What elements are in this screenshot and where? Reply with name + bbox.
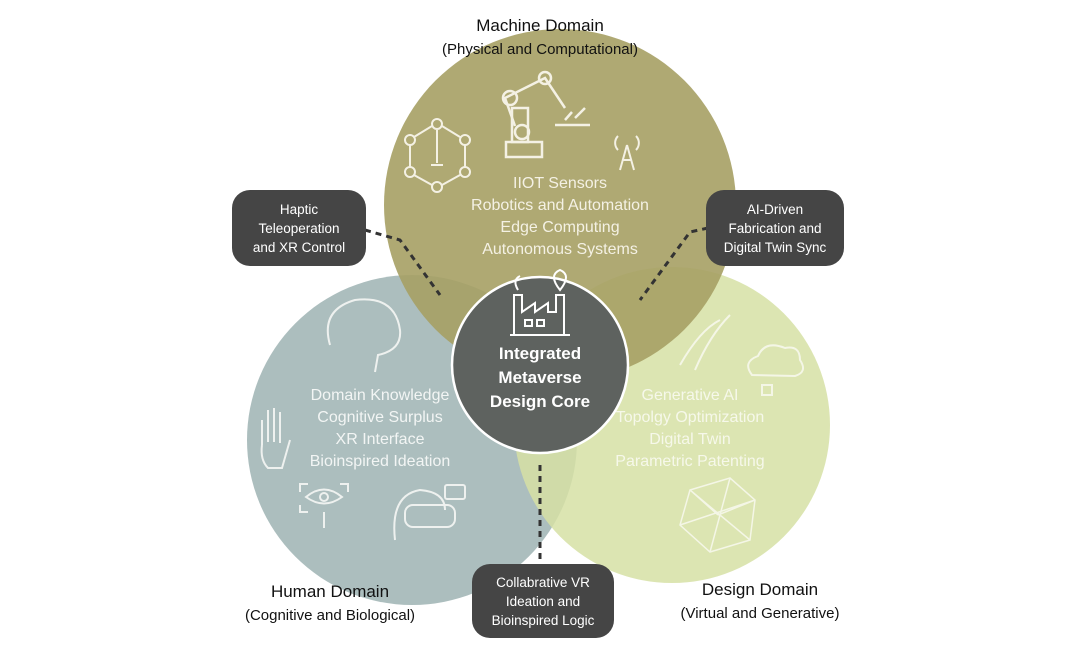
connector-text: Haptic bbox=[279, 201, 319, 217]
connector-text: and XR Control bbox=[252, 239, 346, 255]
machine-domain-label: Machine Domain (Physical and Computation… bbox=[360, 14, 720, 62]
connector-text: Digital Twin Sync bbox=[723, 239, 827, 255]
iot-network-icon bbox=[404, 118, 471, 193]
eye-scan-icon bbox=[299, 483, 349, 528]
design-domain-title: Design Domain bbox=[701, 580, 819, 599]
human-item: XR Interface bbox=[335, 431, 425, 448]
factory-plant-icon bbox=[510, 268, 570, 336]
design-item: Digital Twin bbox=[649, 431, 731, 448]
brain-icon bbox=[326, 298, 402, 373]
lattice-structure-icon bbox=[679, 477, 756, 553]
connector-box-human-machine: Haptic Teleoperation and XR Control bbox=[232, 190, 366, 266]
connector-text: Collabrative VR bbox=[496, 574, 590, 590]
connector-box-machine-design: AI-Driven Fabrication and Digital Twin S… bbox=[706, 190, 844, 266]
connector-text: Bioinspired Logic bbox=[491, 612, 595, 628]
design-domain-subtitle: (Virtual and Generative) bbox=[680, 605, 840, 622]
machine-item: IIOT Sensors bbox=[513, 175, 607, 192]
core-line: Design Core bbox=[489, 392, 591, 411]
design-item: Topolgy Optimization bbox=[615, 409, 765, 426]
cloud-shoe-icon bbox=[747, 344, 805, 396]
human-domain-label: Human Domain (Cognitive and Biological) bbox=[220, 580, 440, 628]
human-item: Bioinspired Ideation bbox=[309, 453, 451, 470]
design-domain-items: Generative AI Topolgy Optimization Digit… bbox=[590, 385, 790, 473]
connector-human-machine bbox=[364, 228, 442, 296]
core-circle bbox=[450, 275, 630, 455]
core-line: Metaverse bbox=[498, 368, 582, 387]
connector-text: Teleoperation bbox=[258, 220, 340, 236]
hand-icon bbox=[260, 408, 291, 469]
cell-tower-icon bbox=[614, 135, 640, 171]
core-line: Integrated bbox=[498, 344, 582, 363]
human-domain-subtitle: (Cognitive and Biological) bbox=[244, 607, 416, 624]
machine-domain-title: Machine Domain bbox=[476, 16, 604, 35]
machine-domain-subtitle: (Physical and Computational) bbox=[442, 41, 638, 58]
robot-arm-icon bbox=[501, 70, 590, 159]
machine-domain-circle bbox=[384, 29, 736, 381]
connector-text: Fabrication and bbox=[728, 220, 822, 236]
design-domain-label: Design Domain (Virtual and Generative) bbox=[650, 578, 870, 626]
human-item: Cognitive Surplus bbox=[317, 409, 443, 426]
design-item: Generative AI bbox=[641, 387, 739, 404]
vr-headset-icon bbox=[393, 484, 466, 541]
machine-domain-items: IIOT Sensors Robotics and Automation Edg… bbox=[410, 173, 710, 261]
machine-item: Robotics and Automation bbox=[471, 197, 649, 214]
human-item: Domain Knowledge bbox=[310, 387, 450, 404]
connector-text: Ideation and bbox=[505, 593, 581, 609]
machine-item: Autonomous Systems bbox=[482, 241, 638, 258]
machine-item: Edge Computing bbox=[500, 219, 620, 236]
connector-text: AI-Driven bbox=[746, 201, 804, 217]
connector-box-human-design: Collabrative VR Ideation and Bioinspired… bbox=[472, 564, 614, 638]
human-domain-title: Human Domain bbox=[270, 582, 390, 601]
core-label: Integrated Metaverse Design Core bbox=[460, 342, 620, 414]
dna-icon bbox=[679, 314, 731, 371]
human-domain-items: Domain Knowledge Cognitive Surplus XR In… bbox=[280, 385, 480, 473]
design-item: Parametric Patenting bbox=[615, 453, 765, 470]
